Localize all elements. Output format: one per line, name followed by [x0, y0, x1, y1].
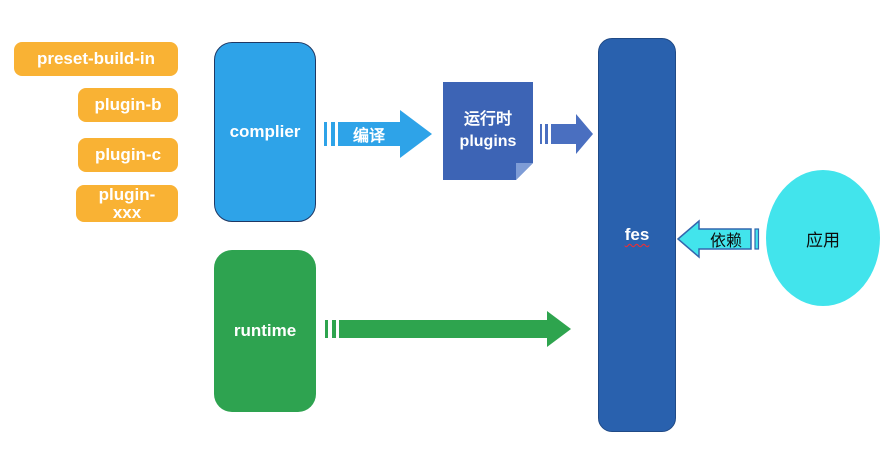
- compile-arrow-shape: [324, 110, 432, 158]
- runtime-plugins-label-en: plugins: [459, 133, 517, 150]
- plugins-to-fes-arrow-shape: [540, 114, 593, 154]
- node-plugin-b: plugin-b: [78, 88, 178, 122]
- runtime-to-fes-arrow-shape: [325, 311, 571, 347]
- fes-label: fes: [624, 225, 650, 244]
- node-app: 应用: [766, 170, 880, 306]
- node-plugin-c: plugin-c: [78, 138, 178, 172]
- node-complier: complier: [214, 42, 316, 222]
- runtime-to-fes-arrow: [325, 311, 571, 347]
- depend-arrow: 依赖: [676, 219, 760, 259]
- plugins-to-fes-arrow: [540, 114, 593, 154]
- complier-label: complier: [229, 122, 301, 141]
- compile-arrow: 编译: [324, 110, 432, 158]
- node-runtime-plugins: 运行时 plugins: [443, 82, 533, 180]
- node-preset-build-in: preset-build-in: [14, 42, 178, 76]
- runtime-label: runtime: [233, 321, 297, 340]
- depend-arrow-label: 依赖: [709, 233, 742, 250]
- depend-arrow-shape: [676, 219, 760, 259]
- compile-arrow-label: 编译: [352, 128, 385, 145]
- app-label: 应用: [806, 230, 840, 250]
- node-plugin-xxx: plugin-xxx: [76, 185, 178, 222]
- node-runtime: runtime: [214, 250, 316, 412]
- folded-corner: [516, 163, 533, 180]
- runtime-plugins-label-cn: 运行时: [463, 111, 512, 128]
- node-fes: fes: [598, 38, 676, 432]
